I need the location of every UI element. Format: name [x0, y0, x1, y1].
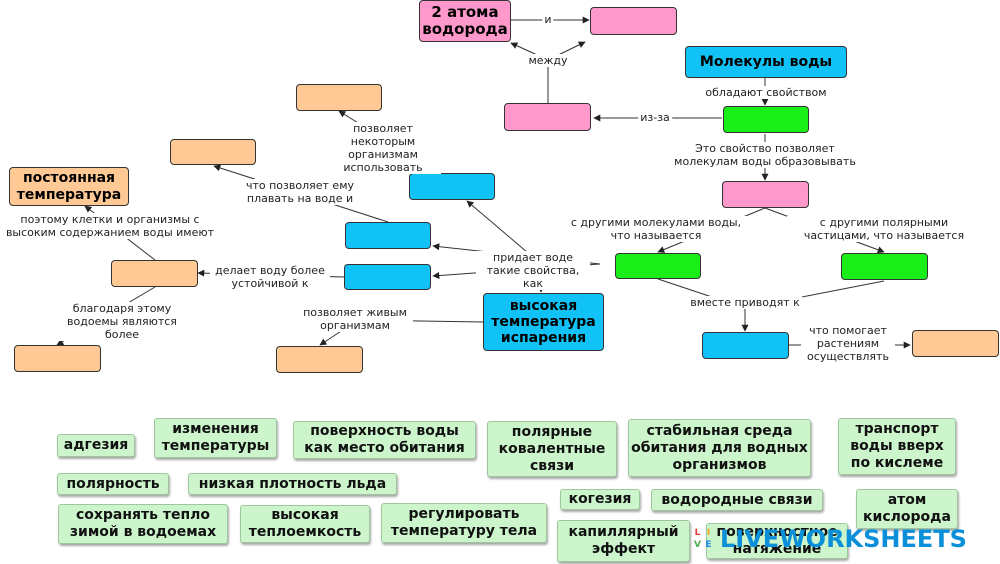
word-card[interactable]: поверхностное натяжение	[706, 523, 848, 559]
label-thanks: благодаря этому водоемы являются более	[53, 302, 191, 341]
label-together: вместе приводят к	[688, 296, 802, 309]
word-card[interactable]: транспорт воды вверх по кислеме	[838, 418, 956, 475]
blank-box-orange-4[interactable]	[14, 345, 101, 372]
constant-temperature-node: постоянная температура	[9, 167, 129, 206]
liveworksheets-text: LIVEWORKSHEETS	[720, 525, 967, 553]
label-allows-living: позволяет живым организмам	[297, 306, 413, 332]
word-card[interactable]: сохранять тепло зимой в водоемах	[58, 504, 228, 544]
logo-mark-e: E	[705, 540, 712, 550]
word-card[interactable]: водородные связи	[651, 489, 823, 511]
blank-box-blue-3[interactable]	[344, 264, 431, 290]
word-card[interactable]: когезия	[560, 489, 640, 510]
logo-mark-i: I	[706, 528, 711, 538]
liveworksheets-mark-icon: L I V E	[692, 527, 714, 551]
blank-box-pink-left[interactable]	[504, 103, 591, 131]
blank-box-blue-1[interactable]	[409, 173, 495, 200]
word-card[interactable]: атом кислорода	[856, 489, 958, 529]
label-this-property: Это свойство позволяет молекулам воды об…	[668, 142, 862, 168]
label-therefore: поэтому клетки и организмы с высоким сод…	[0, 213, 225, 239]
label-helps: что помогает растениям осуществлять	[801, 324, 895, 363]
high-evaporation-node: высокая температура испарения	[483, 293, 604, 351]
word-card[interactable]: поверхность воды как место обитания	[293, 421, 476, 459]
blank-box-blue-result[interactable]	[702, 332, 789, 359]
logo-mark-v: V	[694, 540, 701, 550]
word-card[interactable]: низкая плотность льда	[188, 473, 397, 495]
label-property: обладают свойством	[703, 86, 829, 99]
word-card[interactable]: изменения температуры	[154, 418, 277, 458]
label-stable: делает воду более устойчивой к	[210, 264, 330, 290]
label-float: что позволяет ему плавать на воде и	[242, 179, 358, 205]
liveworksheets-logo: L I V E LIVEWORKSHEETS	[692, 524, 967, 554]
blank-box-orange-3[interactable]	[111, 260, 198, 287]
blank-box-pink-bonds[interactable]	[722, 181, 809, 208]
blank-box-blue-2[interactable]	[345, 222, 431, 249]
word-card[interactable]: регулировать температуру тела	[381, 503, 547, 543]
label-and: и	[542, 13, 554, 26]
word-card[interactable]: капиллярный эффект	[557, 520, 690, 562]
word-card[interactable]: стабильная среда обитания для водных орг…	[628, 419, 811, 477]
label-with-polar: с другими полярными частицами, что назыв…	[787, 216, 981, 242]
blank-box-pink-top[interactable]	[590, 7, 677, 35]
word-card[interactable]: высокая теплоемкость	[240, 505, 370, 543]
logo-mark-l: L	[694, 528, 701, 538]
blank-box-green-property[interactable]	[723, 106, 809, 133]
word-card[interactable]: полярность	[57, 473, 169, 495]
blank-box-green-adhesion[interactable]	[841, 253, 928, 280]
hydrogen-node: 2 атома водорода	[419, 0, 511, 42]
blank-box-orange-2[interactable]	[170, 139, 256, 165]
blank-box-orange-process[interactable]	[912, 330, 999, 357]
label-allows-some: позволяет некоторым организмам использов…	[325, 122, 441, 174]
blank-box-orange-top[interactable]	[296, 84, 382, 111]
word-card[interactable]: адгезия	[57, 434, 135, 457]
word-card[interactable]: полярные ковалентные связи	[487, 421, 617, 477]
label-with-water: с другими молекулами воды, что называетс…	[564, 216, 748, 242]
water-molecules-node: Молекулы воды	[685, 46, 847, 78]
label-because: из-за	[638, 111, 672, 124]
label-between: между	[526, 54, 570, 67]
blank-box-orange-5[interactable]	[276, 346, 363, 373]
blank-box-green-cohesion[interactable]	[615, 253, 701, 279]
label-gives: придает воде такие свойства, как	[476, 251, 590, 290]
